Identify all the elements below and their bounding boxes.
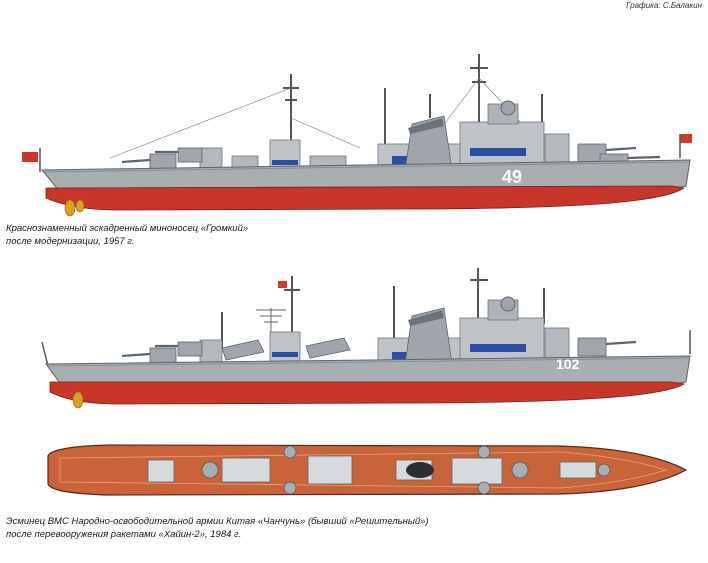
destroyer-deck-plan	[47, 444, 688, 496]
ship1-caption: Краснознаменный эскадренный миноносец «Г…	[6, 222, 248, 248]
ship1-bow-flag	[680, 134, 692, 143]
ship1-masts	[283, 54, 543, 148]
ship2-propeller-icon	[72, 391, 84, 409]
deck-plan-funnel	[406, 462, 434, 478]
ship2-radar-antenna	[256, 308, 286, 336]
destroyer-changchun-profile: 102	[41, 268, 691, 409]
ship1-caption-line1: Краснознаменный эскадренный миноносец «Г…	[6, 223, 249, 234]
graphics-credit: Графика: С.Балакин	[626, 1, 702, 10]
ship2-mast-flag	[278, 281, 287, 288]
ship2-caption: Эсминец ВМС Народно-освободительной арми…	[6, 515, 429, 541]
deck-plan-hull	[47, 444, 688, 496]
ship2-caption-line2: после перевооружения ракетами «Хайин-2»,…	[6, 529, 242, 540]
ship2-missile-launchers	[221, 337, 351, 361]
ship1-hull-number: 49	[502, 167, 522, 187]
ship1-boot-topping	[45, 185, 686, 211]
ship2-hull-number: 102	[556, 356, 580, 372]
ship1-propeller-icon	[64, 199, 85, 217]
ship1-stern-flag	[22, 152, 38, 162]
deck-plan-turrets	[201, 445, 611, 495]
ship2-boot-topping	[49, 381, 686, 405]
ship1-caption-line2: после модернизации, 1957 г.	[6, 236, 135, 247]
deck-plan-superstructure	[147, 455, 597, 485]
ship2-gun-turrets	[121, 337, 637, 365]
ship2-caption-line1: Эсминец ВМС Народно-освободительной арми…	[6, 516, 429, 527]
destroyer-gromkiy-profile: 49	[22, 54, 692, 217]
ship2-hull	[45, 355, 691, 387]
